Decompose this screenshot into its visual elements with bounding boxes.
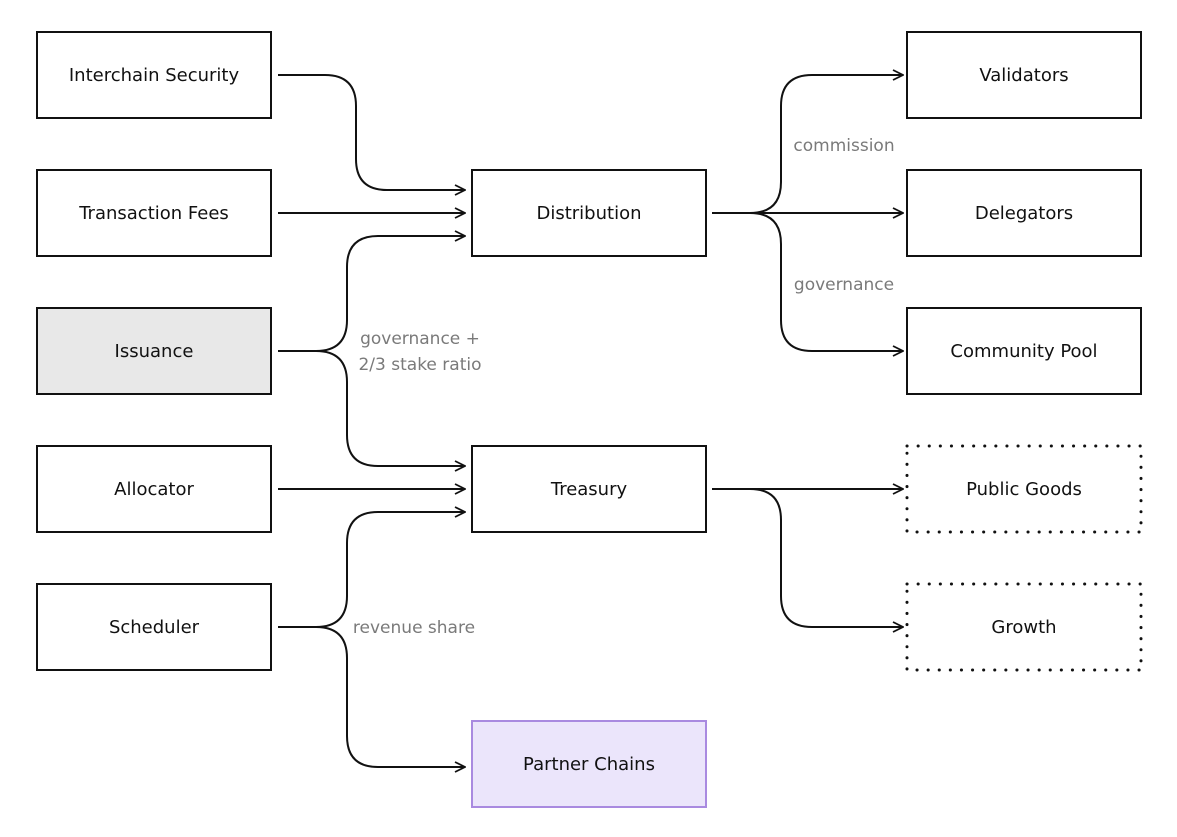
edge-label-issuance-condition-2: 2/3 stake ratio xyxy=(358,355,481,375)
node-community-pool: Community Pool xyxy=(906,307,1142,395)
node-label: Growth xyxy=(991,617,1056,638)
node-delegators: Delegators xyxy=(906,169,1142,257)
node-partner-chains: Partner Chains xyxy=(471,720,707,808)
edge-labels: governance + 2/3 stake ratio revenue sha… xyxy=(353,136,895,638)
edges xyxy=(278,75,903,767)
node-scheduler: Scheduler xyxy=(36,583,272,671)
edge-issuance-to-distribution xyxy=(278,236,465,352)
edge-treasury-to-growth xyxy=(712,488,903,627)
node-label: Validators xyxy=(979,65,1068,86)
edge-distribution-to-validators xyxy=(712,75,903,214)
node-issuance: Issuance xyxy=(36,307,272,395)
node-interchain-security: Interchain Security xyxy=(36,31,272,119)
edge-distribution-to-community-pool xyxy=(712,212,903,351)
node-label: Issuance xyxy=(115,341,194,362)
node-label: Community Pool xyxy=(950,341,1097,362)
node-label: Partner Chains xyxy=(523,754,655,775)
node-treasury: Treasury xyxy=(471,445,707,533)
node-distribution: Distribution xyxy=(471,169,707,257)
node-label: Allocator xyxy=(114,479,194,500)
node-label: Scheduler xyxy=(109,617,200,638)
edge-label-commission: commission xyxy=(793,136,894,156)
node-label: Transaction Fees xyxy=(78,203,229,224)
node-transaction-fees: Transaction Fees xyxy=(36,169,272,257)
node-label: Delegators xyxy=(975,203,1073,224)
node-public-goods: Public Goods xyxy=(905,444,1143,534)
node-label: Interchain Security xyxy=(69,65,240,86)
node-label: Treasury xyxy=(550,479,628,500)
node-growth: Growth xyxy=(905,582,1143,672)
edge-scheduler-to-partner-chains xyxy=(278,626,465,767)
edge-interchain-to-distribution xyxy=(278,74,465,190)
node-allocator: Allocator xyxy=(36,445,272,533)
edge-issuance-to-treasury xyxy=(278,350,465,466)
node-label: Public Goods xyxy=(966,479,1082,500)
edge-label-governance: governance xyxy=(794,275,894,295)
edge-scheduler-to-treasury xyxy=(278,512,465,628)
edge-label-revenue-share: revenue share xyxy=(353,618,475,638)
edge-label-issuance-condition-1: governance + xyxy=(360,329,480,349)
node-validators: Validators xyxy=(906,31,1142,119)
node-label: Distribution xyxy=(536,203,641,224)
